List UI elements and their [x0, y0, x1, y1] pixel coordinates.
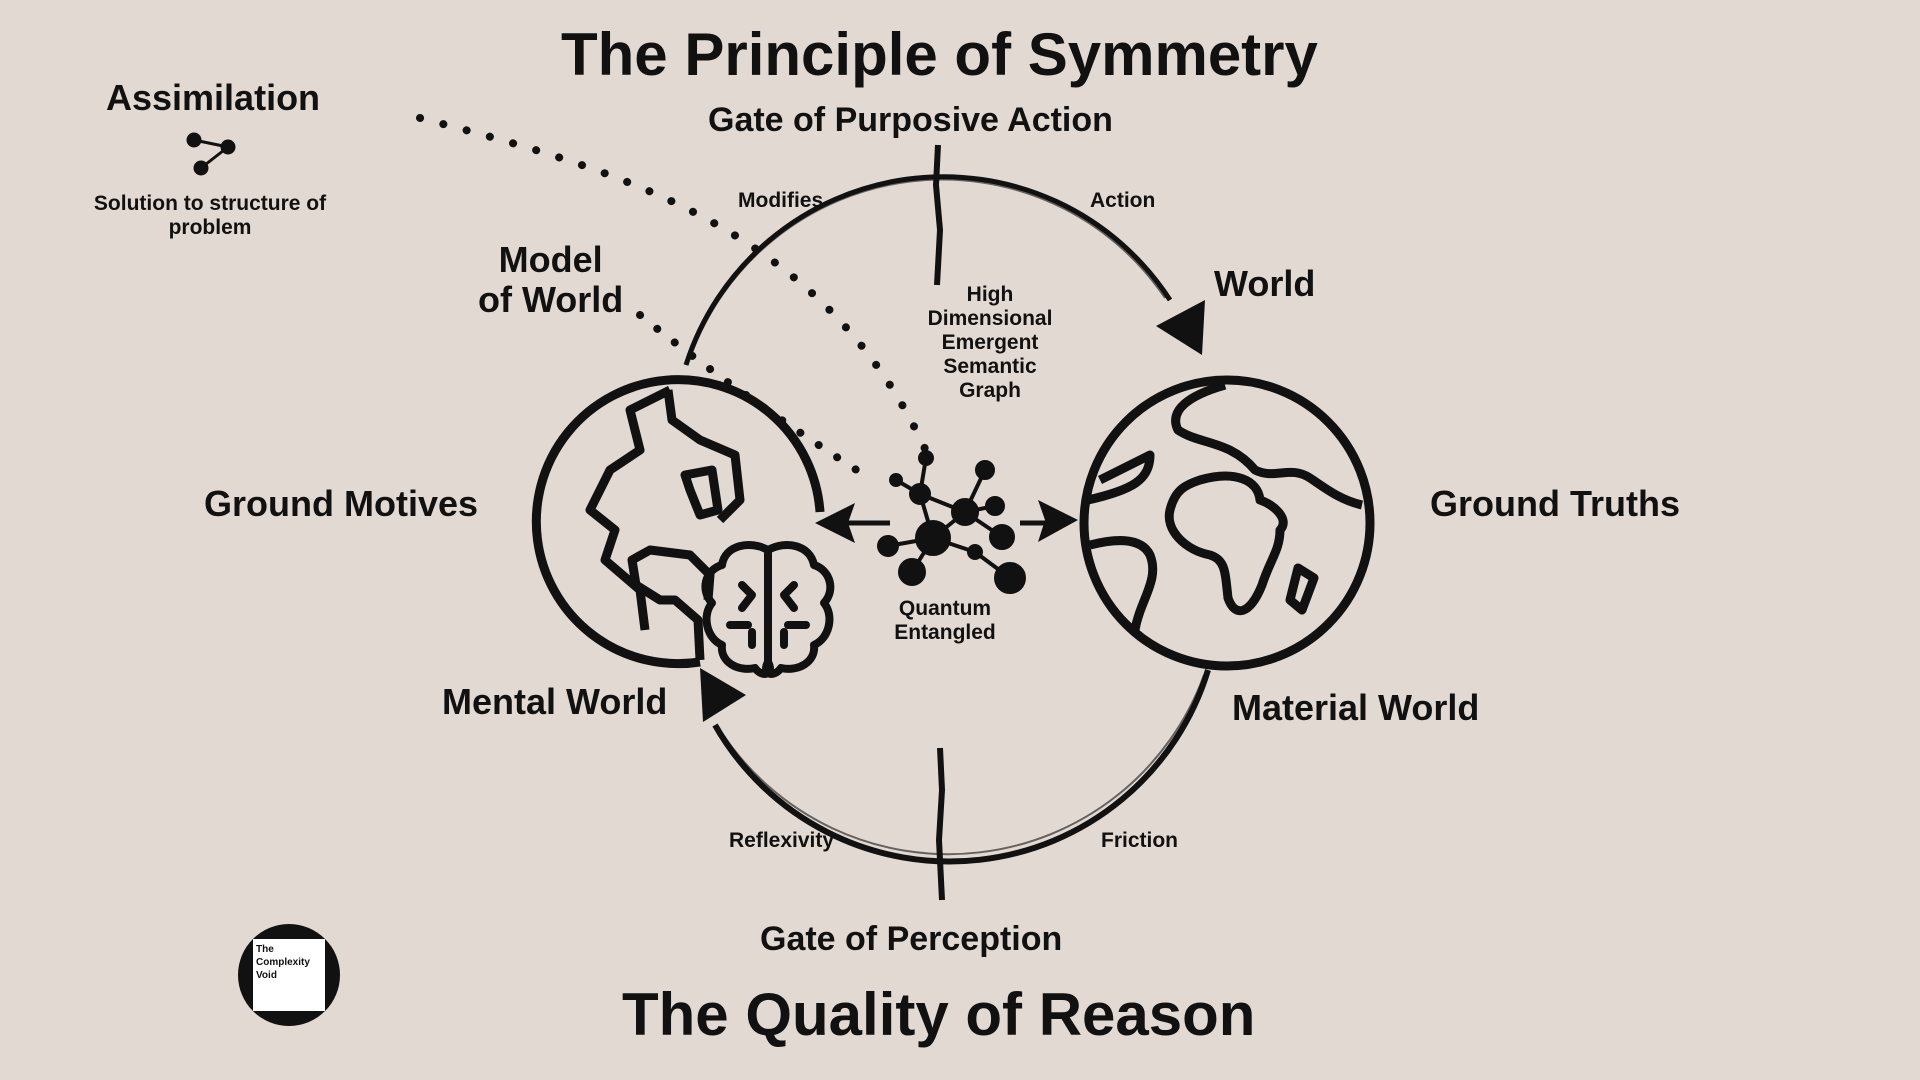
logo-line-3: Void	[256, 970, 277, 981]
label-ground-truths: Ground Truths	[1430, 483, 1680, 524]
assimilation-caption-line-2: problem	[168, 216, 252, 239]
label-reflexivity: Reflexivity	[729, 829, 835, 852]
quantum-label-line-1: Quantum	[898, 597, 992, 620]
label-semantic-graph: High Dimensional Emergent Semantic Graph	[915, 283, 1065, 403]
graph-label-line-1: High	[966, 283, 1014, 306]
label-world: World	[1214, 263, 1316, 304]
logo-line-1: The	[256, 944, 274, 955]
brain-icon	[701, 541, 835, 678]
label-material-world: Material World	[1232, 687, 1480, 728]
arrow-to-world-icon	[1156, 300, 1205, 355]
lower-arc	[712, 669, 1211, 865]
label-modifies: Modifies	[738, 189, 824, 212]
gate-top-line	[932, 144, 944, 286]
logo-text-box: The Complexity Void	[253, 939, 325, 1011]
label-friction: Friction	[1101, 829, 1178, 852]
gate-top-label: Gate of Purposive Action	[708, 101, 1113, 139]
center-arrow-right-icon	[1038, 500, 1078, 542]
arrow-to-mental-world-icon	[700, 668, 746, 722]
material-world-globe-icon	[1079, 375, 1375, 671]
complexity-void-logo: The Complexity Void	[238, 924, 340, 1026]
label-ground-motives: Ground Motives	[204, 483, 479, 524]
title-bottom: The Quality of Reason	[622, 981, 1256, 1048]
upper-arc	[683, 174, 1173, 366]
network-graph-icon	[877, 450, 1026, 594]
graph-label-line-2: Dimensional	[927, 307, 1053, 330]
label-model-line-2: of World	[478, 279, 624, 320]
gate-bottom-label: Gate of Perception	[760, 920, 1063, 958]
gate-bottom-line	[935, 747, 946, 901]
assimilation-title: Assimilation	[106, 77, 321, 118]
label-mental-world: Mental World	[442, 681, 668, 722]
label-model-of-world: Model of World	[478, 240, 623, 320]
center-arrow-left-icon	[815, 503, 855, 543]
graph-label-line-4: Semantic	[943, 355, 1037, 378]
lower-arc-texture	[719, 674, 1205, 856]
graph-label-line-5: Graph	[959, 379, 1021, 402]
assimilation-graph-icon	[186, 132, 236, 176]
upper-arc-texture	[689, 178, 1166, 359]
label-action: Action	[1090, 189, 1156, 212]
assimilation-caption: Solution to structure of problem	[80, 192, 340, 240]
label-quantum-entangled: Quantum Entangled	[880, 597, 1010, 645]
quantum-label-line-2: Entangled	[894, 621, 996, 644]
title-top: The Principle of Symmetry	[561, 21, 1318, 88]
assimilation-caption-line-1: Solution to structure of	[93, 192, 327, 215]
logo-line-2: Complexity	[256, 957, 310, 968]
label-model-line-1: Model	[498, 239, 603, 280]
graph-label-line-3: Emergent	[941, 331, 1039, 354]
dotted-line-assimilation	[416, 114, 934, 464]
mental-world-globe-icon	[531, 375, 825, 669]
